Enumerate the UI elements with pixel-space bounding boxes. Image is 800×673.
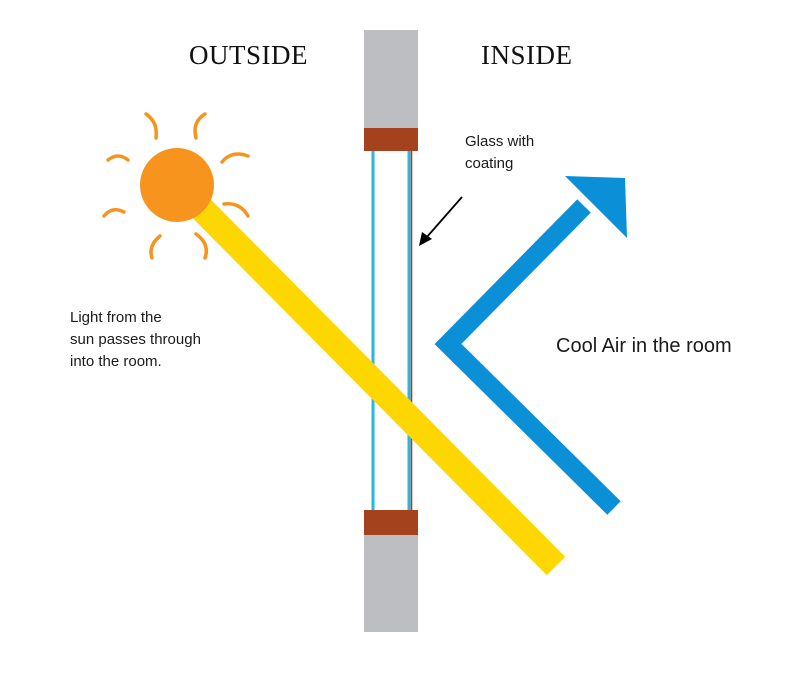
sun-ray: [106, 154, 130, 162]
sun-ray: [149, 234, 162, 260]
frame-spacer-bottom: [364, 510, 418, 535]
glass-coating-label: Glass with coating: [465, 131, 534, 175]
inside-heading: INSIDE: [481, 40, 573, 70]
sun-ray: [144, 112, 159, 140]
window-gap: [372, 150, 410, 510]
sun-rays: [102, 112, 250, 260]
cool-air-label: Cool Air in the room: [556, 335, 732, 357]
wall-upper: [364, 30, 418, 128]
sunlight-label: Light from the sun passes through into t…: [70, 307, 201, 373]
glass-pointer-arrowhead-icon: [419, 232, 432, 246]
cool-air-arrowhead-icon: [565, 176, 627, 238]
sun-ray: [193, 112, 207, 140]
sun-ray: [194, 232, 209, 260]
glass-coating-label-line: coating: [465, 155, 514, 172]
outside-heading: OUTSIDE: [189, 40, 308, 70]
sun-ray: [222, 202, 250, 218]
sunlight-label-line: into the room.: [70, 353, 162, 370]
wall-lower: [364, 535, 418, 632]
light-beam: [183, 190, 566, 576]
glass-coating-label-line: Glass with: [465, 133, 535, 150]
sunlight-label-line: sun passes through: [70, 331, 201, 348]
sun-ray: [102, 208, 126, 218]
sunlight-label-line: Light from the: [70, 309, 162, 326]
sun-ray: [220, 152, 250, 164]
sun-icon: [140, 148, 214, 222]
frame-spacer-top: [364, 128, 418, 151]
cool-air-arrow-shaft: [434, 199, 621, 515]
glass-pointer-line: [425, 196, 463, 239]
